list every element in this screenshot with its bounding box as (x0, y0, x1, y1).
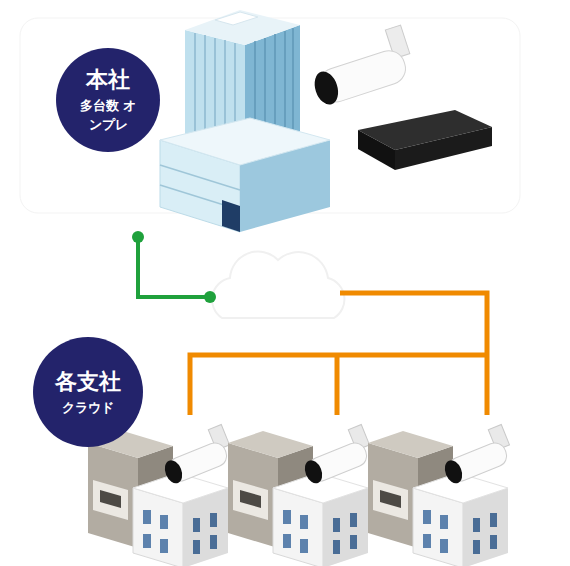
entrance (222, 200, 240, 232)
cloud-symbol (212, 252, 344, 318)
recorder-front (358, 130, 395, 170)
headquarters-building (160, 10, 330, 232)
tower-roof (185, 10, 300, 45)
badge-circle-fill (33, 337, 143, 447)
branch-office (88, 424, 235, 566)
network-wire (138, 237, 210, 297)
wire-dot (204, 291, 216, 303)
badge-circle-fill (56, 48, 160, 152)
badge-title: 本社 (86, 66, 130, 94)
security-camera (304, 25, 417, 108)
green-network-line (132, 231, 216, 303)
recorder-side (395, 127, 492, 170)
badge-subtitle: 多台数 オンプレ (76, 96, 140, 134)
camera-lens (311, 68, 342, 107)
roof-block (215, 12, 258, 25)
location-badge: 本社多台数 オンプレ (56, 48, 160, 152)
branch-office (368, 424, 515, 566)
branch-office (228, 424, 375, 566)
wire-dot (132, 231, 144, 243)
network-wire (190, 355, 487, 415)
base-roof (160, 118, 330, 165)
badge-title: 各支社 (55, 368, 121, 396)
video-recorder (358, 110, 492, 170)
badge-subtitle: クラウド (56, 398, 120, 417)
location-badge: 各支社クラウド (33, 337, 143, 447)
network-wire (335, 355, 340, 415)
orange-network-line (190, 293, 487, 415)
